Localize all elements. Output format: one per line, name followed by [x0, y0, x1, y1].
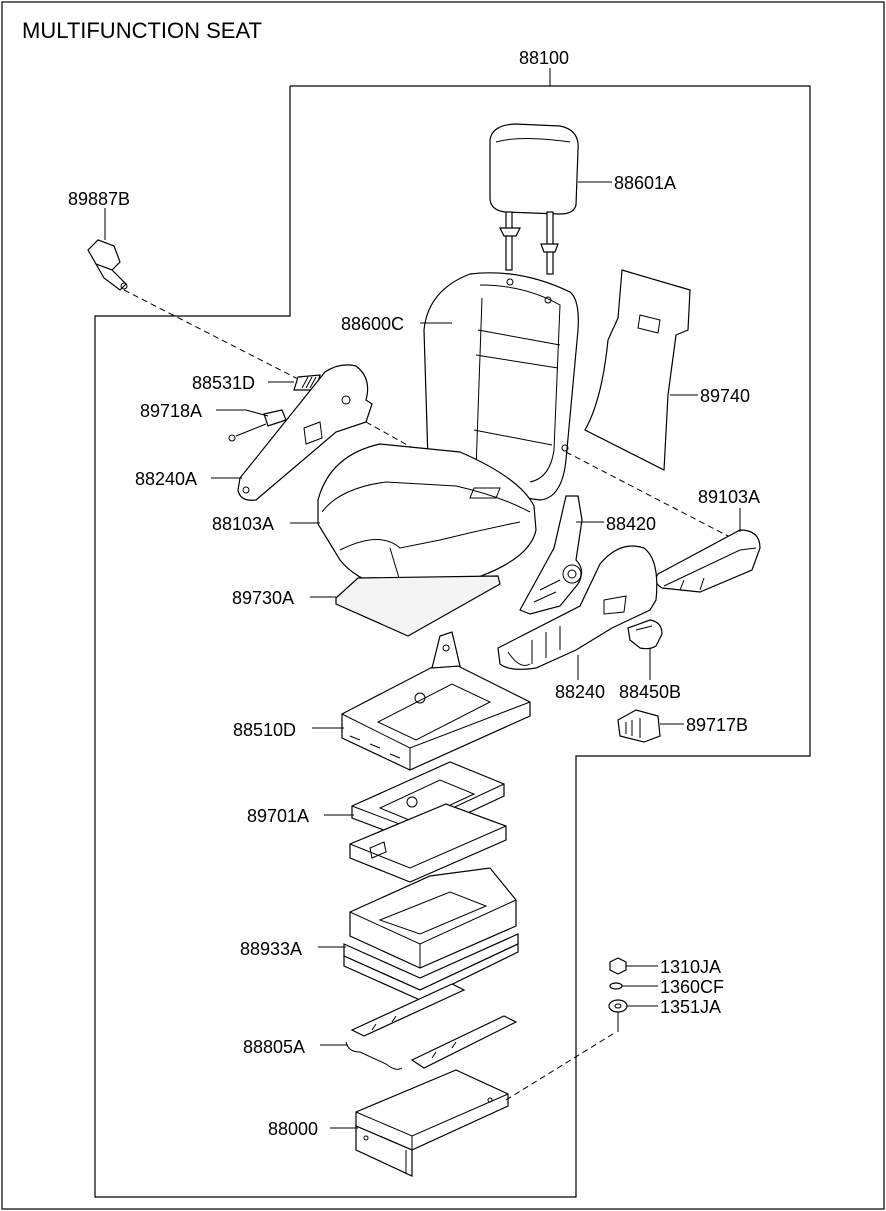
label-1360CF: 1360CF: [660, 977, 724, 997]
label-88103A: 88103A: [212, 514, 274, 534]
label-89717B: 89717B: [686, 715, 748, 735]
riser-dashed-line: [505, 1031, 617, 1101]
label-89887B: 89887B: [68, 189, 130, 209]
label-89701A: 89701A: [247, 806, 309, 826]
side-shield-right-part: [497, 545, 658, 670]
side-shield-left-part: [237, 364, 373, 501]
label-88000: 88000: [268, 1119, 318, 1139]
washer-part: [609, 982, 623, 990]
back-board-part: [584, 269, 691, 471]
armrest-part: [655, 529, 761, 593]
label-89718A: 89718A: [140, 401, 202, 421]
label-88933A: 88933A: [240, 939, 302, 959]
label-88240: 88240: [555, 682, 605, 702]
buckle-dashed-line: [123, 289, 301, 381]
headrest-part: [489, 123, 579, 275]
riser-part: [355, 1069, 509, 1177]
wiring-leader-2: [245, 409, 269, 417]
height-adjuster-part: [349, 761, 507, 883]
seat-back-part: [423, 272, 579, 501]
label-88531D: 88531D: [192, 373, 255, 393]
label-88601A: 88601A: [614, 173, 676, 193]
frame-part: [341, 631, 531, 771]
armrest-dashed-line: [565, 451, 729, 537]
label-89740: 89740: [700, 386, 750, 406]
switch-part: [617, 709, 661, 743]
recliner-part: [519, 495, 583, 615]
assembly-label: 88100: [519, 48, 569, 68]
label-88450B: 88450B: [619, 682, 681, 702]
base-pan-part: [343, 867, 519, 1001]
label-88600C: 88600C: [341, 314, 404, 334]
buckle-part: [87, 239, 128, 291]
cushion-pad-part: [335, 575, 501, 637]
label-88420: 88420: [606, 514, 656, 534]
label-88510D: 88510D: [233, 720, 296, 740]
label-1351JA: 1351JA: [660, 997, 721, 1017]
label-1310JA: 1310JA: [660, 957, 721, 977]
label-88805A: 88805A: [243, 1037, 305, 1057]
label-88240A: 88240A: [135, 469, 197, 489]
diagram-title: MULTIFUNCTION SEAT: [22, 18, 262, 43]
rail-part: [345, 983, 518, 1070]
nut-part: [609, 957, 627, 975]
assembly-boundary: [94, 85, 811, 1198]
handle-part: [627, 619, 663, 650]
label-89730A: 89730A: [232, 588, 294, 608]
label-89103A: 89103A: [698, 487, 760, 507]
spacer-part: [608, 999, 628, 1013]
